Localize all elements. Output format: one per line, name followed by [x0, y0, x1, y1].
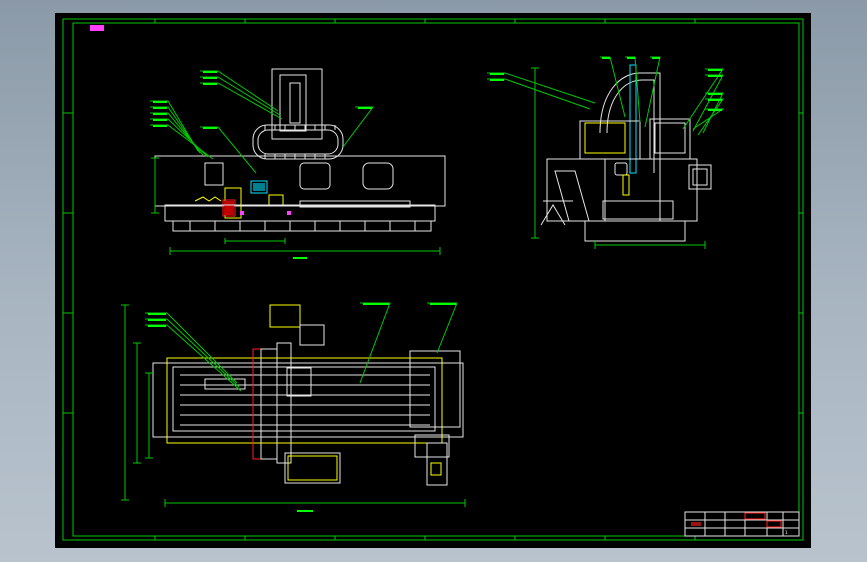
title-block: 1 [684, 511, 800, 537]
cad-drawing-canvas[interactable]: 1 [55, 13, 811, 548]
layer-marker [90, 25, 104, 31]
drawing-border [62, 18, 804, 541]
side-view [487, 56, 725, 249]
page-label: 1 [785, 530, 788, 535]
cad-drawing-viewport[interactable]: 1 [55, 13, 811, 548]
front-view [150, 68, 446, 259]
top-view [121, 302, 466, 512]
